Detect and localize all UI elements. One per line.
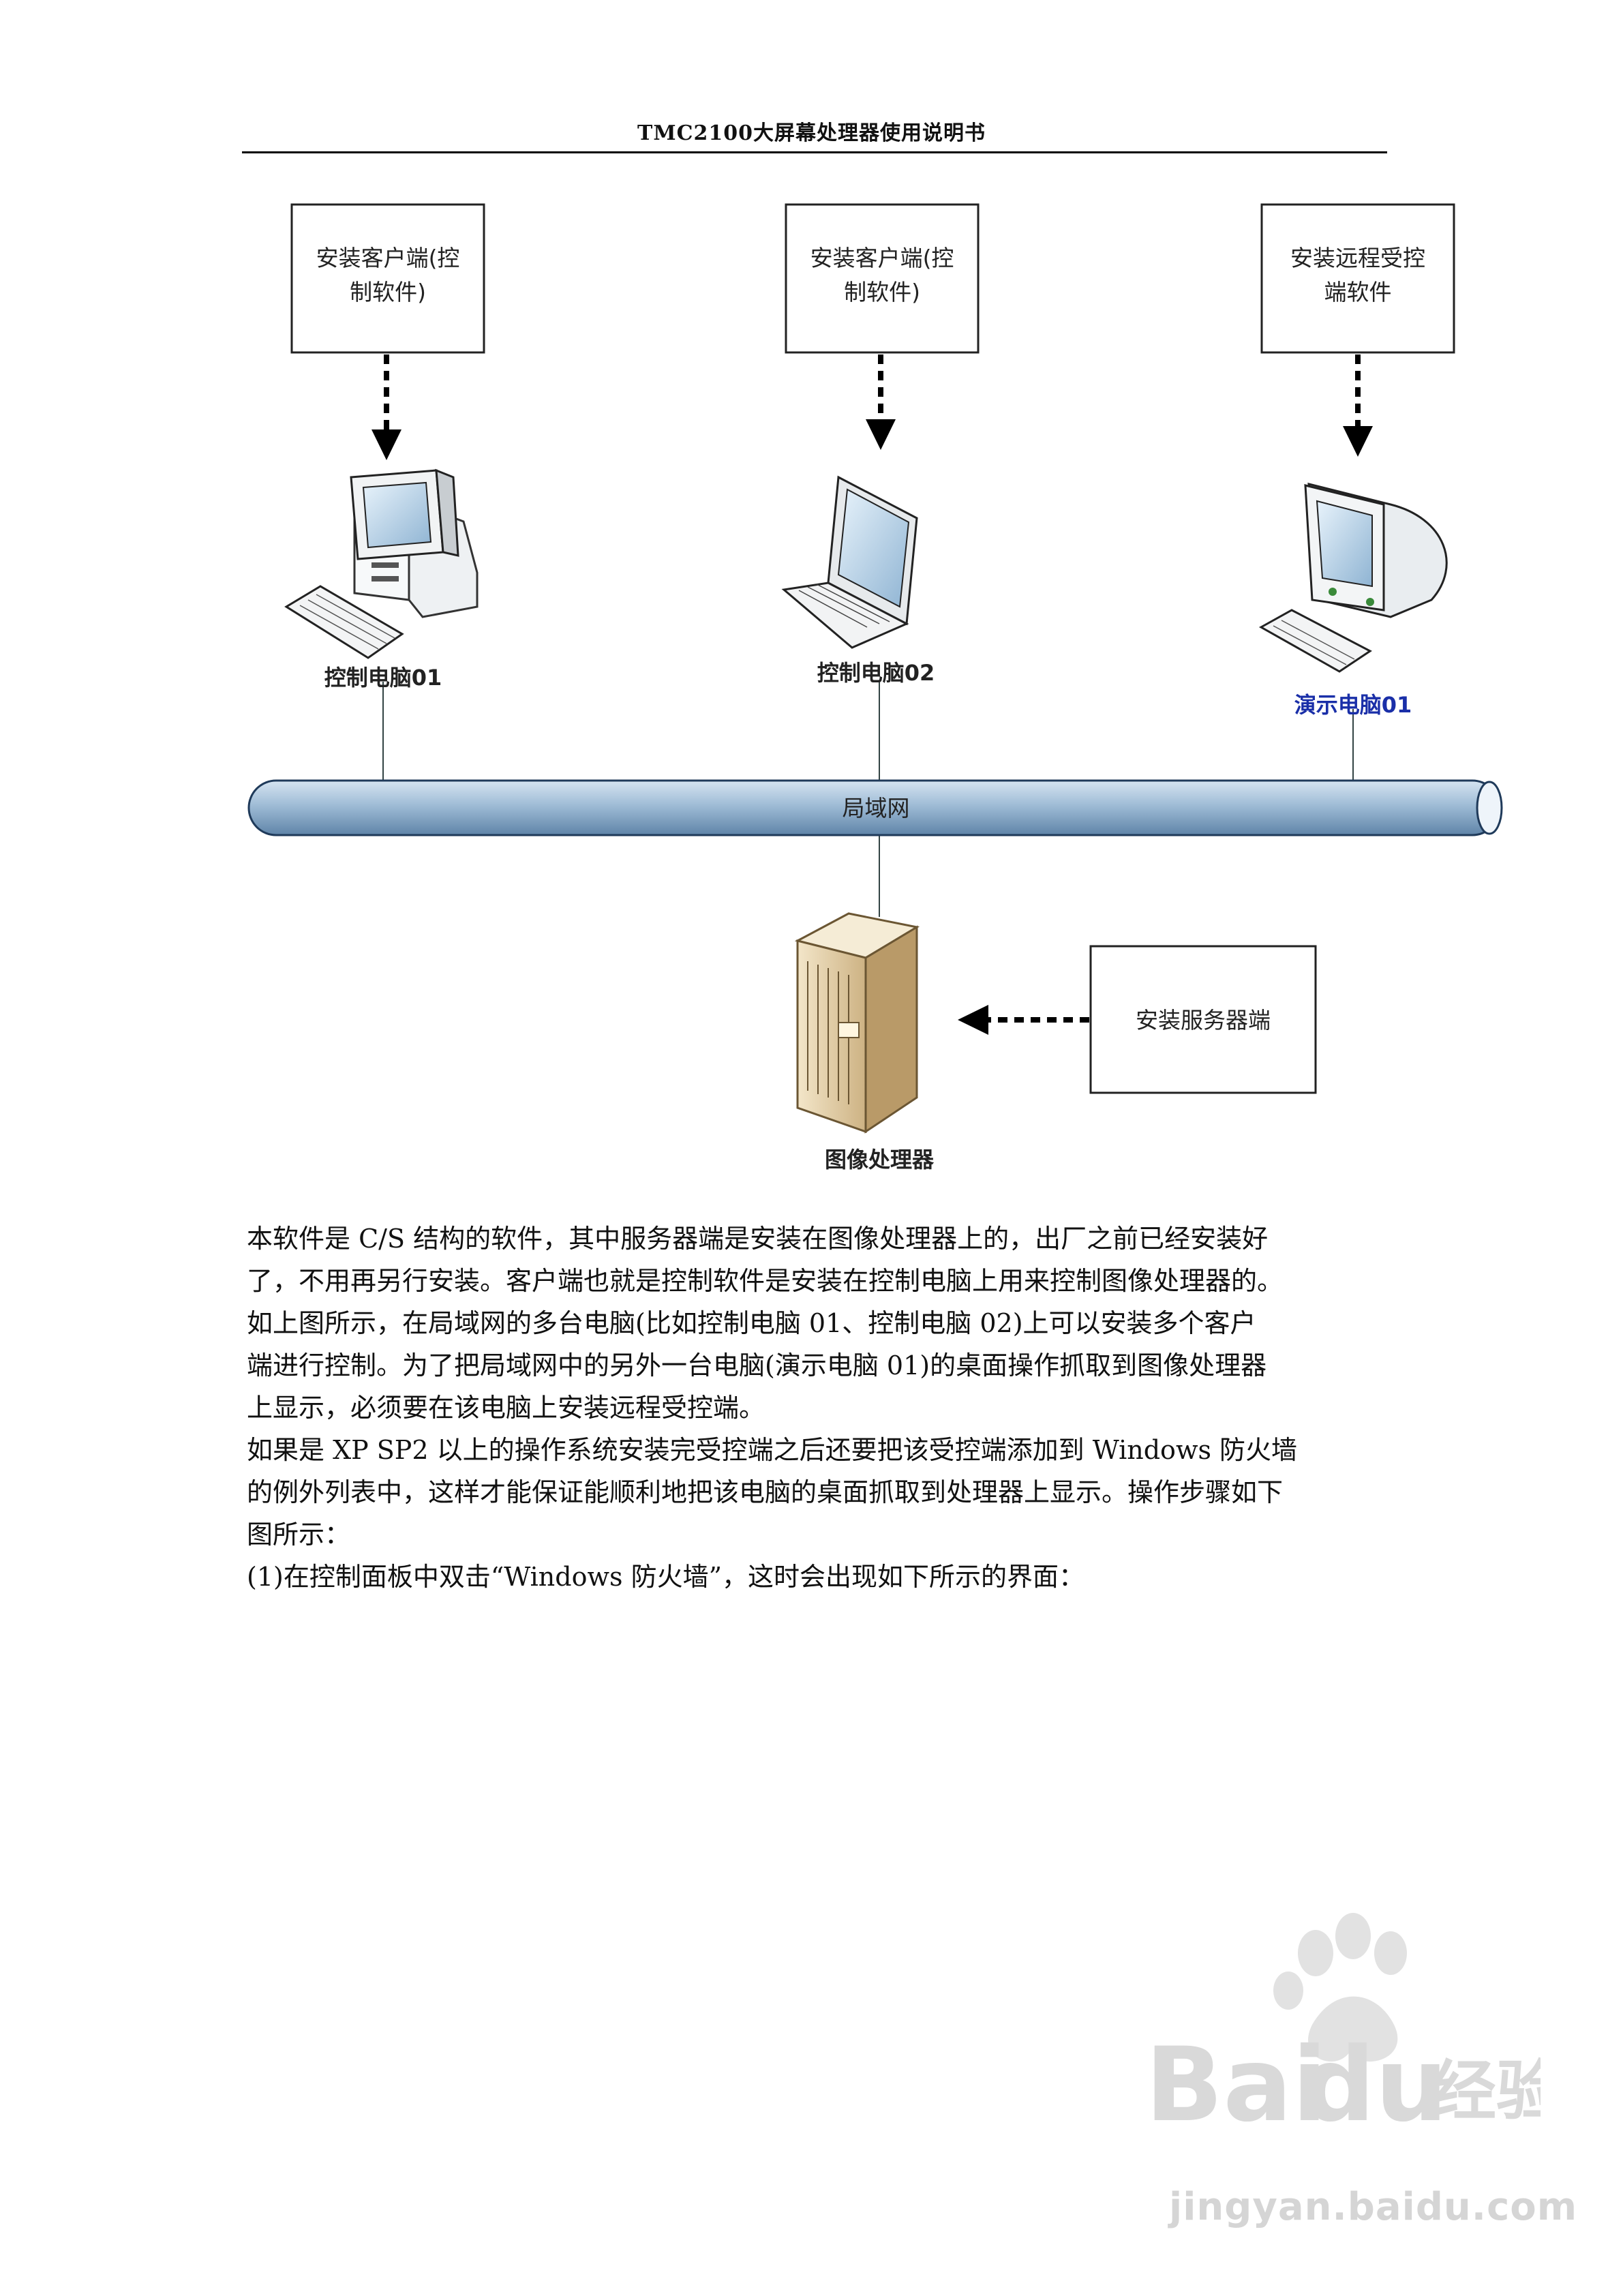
svg-text:安装客户端(控: 安装客户端(控 (316, 245, 460, 271)
svg-text:制软件): 制软件) (350, 279, 426, 305)
body-line: 端进行控制。为了把局域网中的另外一台电脑(演示电脑 01)的桌面操作抓取到图像处… (247, 1350, 1267, 1380)
svg-text:安装客户端(控: 安装客户端(控 (810, 245, 954, 271)
body-line: 图所示： (247, 1520, 351, 1550)
svg-text:经验: 经验 (1431, 2054, 1541, 2129)
crt-monitor-icon (1258, 483, 1448, 673)
box-remote-controlled-software: 安装远程受控 端软件 (1260, 203, 1455, 354)
svg-text:Bai: Bai (1145, 2026, 1327, 2145)
body-paragraphs: 本软件是 C/S 结构的软件，其中服务器端是安装在图像处理器上的，出厂之前已经安… (247, 1218, 1399, 1598)
box-client-software-2: 安装客户端(控 制软件) (785, 203, 980, 354)
body-line: 上显示，必须要在该电脑上安装远程受控端。 (247, 1393, 765, 1423)
body-line: 了，不用再另行安装。客户端也就是控制软件是安装在控制电脑上用来控制图像处理器的。 (247, 1266, 1284, 1296)
svg-text:安装服务器端: 安装服务器端 (1136, 1007, 1271, 1033)
svg-text:du: du (1302, 2026, 1448, 2145)
laptop-icon (781, 475, 918, 649)
label-control-pc-02: 控制电脑02 (817, 660, 935, 686)
arrowhead-box3 (1343, 426, 1373, 457)
body-line: 本软件是 C/S 结构的软件，其中服务器端是安装在图像处理器上的，出厂之前已经安… (247, 1224, 1269, 1254)
paw-icon (1273, 1913, 1407, 2062)
arrowhead-box2 (866, 419, 896, 450)
box-client-software-1: 安装客户端(控 制软件) (290, 203, 485, 354)
svg-text:制软件): 制软件) (844, 279, 920, 305)
lan-pipe (247, 779, 1503, 836)
arrowhead-server (958, 1005, 988, 1035)
body-line: (1)在控制面板中双击“Windows 防火墙”，这时会出现如下所示的界面： (247, 1562, 1085, 1592)
network-diagram: 安装客户端(控 制软件) 安装客户端(控 制软件) 安装远程受控 端软件 (247, 203, 1503, 1173)
body-line: 如果是 XP SP2 以上的操作系统安装完受控端之后还要把该受控端添加到 Win… (247, 1435, 1298, 1465)
label-demo-pc-01: 演示电脑01 (1294, 692, 1412, 718)
header-divider (242, 151, 1387, 153)
body-line: 的例外列表中，这样才能保证能顺利地把该电脑的桌面抓取到处理器上显示。操作步骤如下 (247, 1477, 1284, 1507)
arrowhead-box1 (371, 429, 401, 460)
label-image-processor: 图像处理器 (825, 1147, 935, 1173)
body-line: 如上图所示，在局域网的多台电脑(比如控制电脑 01、控制电脑 02)上可以安装多… (247, 1308, 1256, 1338)
document-header-title: TMC2100大屏幕处理器使用说明书 (637, 121, 986, 145)
svg-text:端软件: 端软件 (1324, 279, 1392, 305)
baidu-watermark-logo: Bai du 经验 (1145, 1913, 1541, 2145)
server-tower-icon (794, 912, 920, 1134)
label-lan: 局域网 (843, 795, 910, 821)
label-control-pc-01: 控制电脑01 (324, 665, 442, 691)
watermark-url: jingyan.baidu.com (1169, 2185, 1578, 2229)
box-server-software: 安装服务器端 (1089, 945, 1317, 1094)
svg-text:安装远程受控: 安装远程受控 (1290, 245, 1425, 271)
desktop-computer-icon (284, 468, 479, 659)
